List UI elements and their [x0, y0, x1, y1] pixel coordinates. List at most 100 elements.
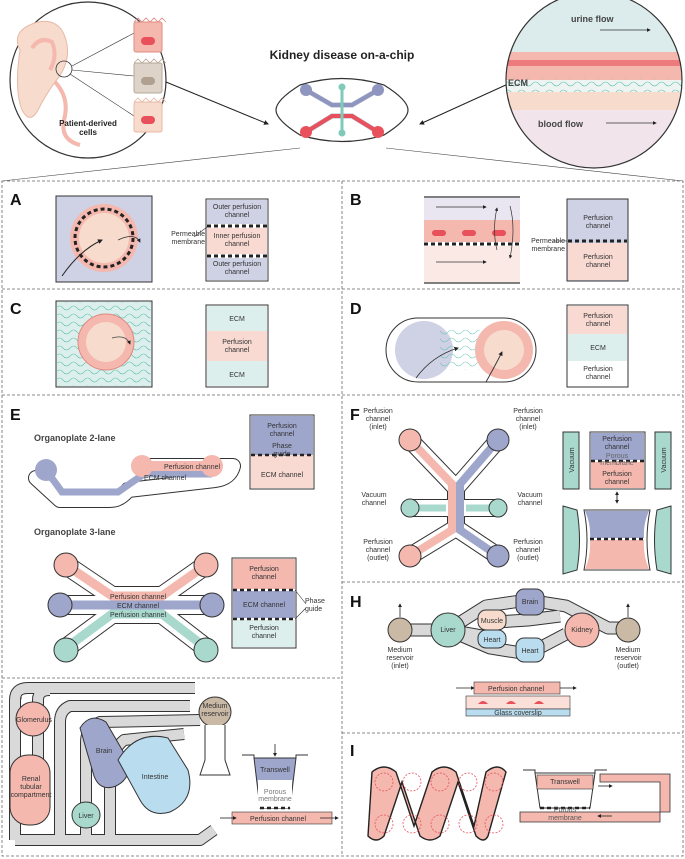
panel-g-intestine: Intestine	[142, 774, 169, 781]
panel-i-transwell-label: Transwell	[550, 779, 580, 786]
panel-c-letter: C	[10, 301, 22, 318]
panel-h-glass: Glass coverslip	[494, 710, 542, 717]
panel-f-cross-section	[562, 431, 672, 575]
panel-g-transwell	[220, 744, 339, 825]
panel-f-chip	[398, 428, 510, 568]
arrow-left-to-chip	[165, 81, 269, 125]
panel-h-perf: Perfusion channel	[488, 686, 544, 693]
panel-d-tube	[385, 317, 537, 383]
panel-f-vacuum-tag-right: Vacuum	[661, 447, 668, 472]
panel-i-letter: I	[350, 743, 354, 760]
panel-e-3-perf-c: Perfusion channel	[110, 612, 166, 619]
panel-e-three-lane-box	[231, 557, 307, 649]
panel-g-perf-label: Perfusion channel	[250, 816, 306, 823]
panel-c-ecm-top: ECM	[229, 316, 245, 323]
panel-g-transwell-label: Transwell	[260, 767, 290, 774]
main-title: Kidney disease on-a-chip	[270, 48, 415, 62]
panel-h-brain: Brain	[522, 599, 538, 606]
panel-g-brain: Brain	[96, 748, 112, 755]
panel-e-perf-label: Perfusion channel	[164, 464, 220, 471]
panel-f-vacuum-tag-left: Vacuum	[569, 447, 576, 472]
panel-h-heart-2: Heart	[521, 648, 538, 655]
panel-h-liver: Liver	[440, 627, 456, 634]
panel-h-muscle: Muscle	[481, 618, 503, 625]
panel-b-letter: B	[350, 192, 362, 209]
panel-e-two-lane-box	[249, 414, 315, 490]
panel-e-ecm-label: ECM channel	[144, 475, 186, 482]
panel-e-box3-ecm: ECM channel	[243, 602, 285, 609]
panel-e-letter: E	[10, 407, 21, 424]
panel-a-letter: A	[10, 192, 22, 209]
panel-h-letter: H	[350, 594, 362, 611]
arrow-right-to-chip	[419, 83, 509, 125]
panel-h-heart-1: Heart	[483, 637, 500, 644]
panel-c-diagram	[205, 304, 269, 388]
panel-b-diagram	[553, 198, 629, 282]
panel-g-glomerulus: Glomerulus	[16, 717, 52, 724]
fan-line-left	[1, 147, 301, 182]
panel-e-three-lane-chip	[47, 552, 225, 663]
panel-c-tube	[55, 300, 153, 388]
panel-e-box-ecm: ECM channel	[261, 472, 303, 479]
panel-d-letter: D	[350, 301, 362, 318]
fan-line-right	[385, 147, 684, 182]
panel-h-section	[456, 681, 577, 717]
panel-c-ecm-bottom: ECM	[229, 372, 245, 379]
panel-i-transwell	[519, 769, 671, 823]
panel-e-three-lane-title: Organoplate 3-lane	[34, 527, 116, 537]
urine-flow-label: urine flow	[571, 14, 614, 24]
ecm-label: ECM	[508, 78, 528, 88]
panel-grid	[1, 180, 684, 857]
panel-h-chip	[387, 588, 641, 663]
panel-b-tissue	[424, 196, 520, 284]
panel-h-kidney: Kidney	[571, 627, 593, 634]
panel-e-two-lane-chip	[28, 455, 241, 508]
panel-d-diagram	[566, 304, 629, 388]
panel-e-3-perf-a: Perfusion channel	[110, 594, 166, 601]
panel-a-diagram	[193, 198, 269, 282]
blood-flow-label: blood flow	[538, 119, 584, 129]
panel-g-liver: Liver	[78, 813, 94, 820]
panel-a-tube	[55, 195, 153, 283]
chip-overview	[275, 77, 409, 143]
panel-f-letter: F	[350, 407, 360, 424]
panel-e-3-ecm: ECM channel	[117, 603, 159, 610]
panel-i-serpentine	[367, 766, 507, 841]
panel-d-ecm: ECM	[590, 345, 606, 352]
panel-g-body-chip	[9, 682, 232, 846]
kidney-cells-circle	[9, 1, 167, 159]
panel-e-two-lane-title: Organoplate 2-lane	[34, 433, 116, 443]
